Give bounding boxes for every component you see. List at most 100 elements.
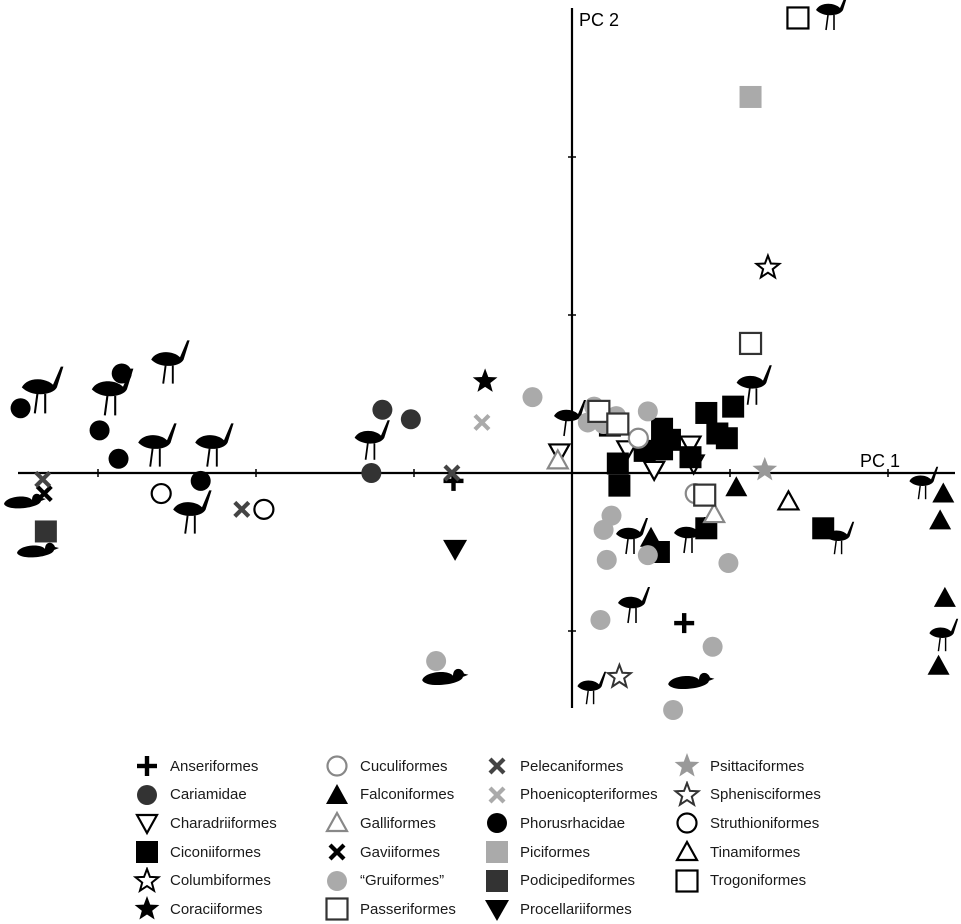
flightless-bird-silhouette bbox=[91, 368, 134, 416]
point-falconiformes bbox=[725, 476, 748, 497]
legend-marker-icon bbox=[325, 811, 349, 833]
legend-marker-icon bbox=[135, 814, 159, 836]
point-gruiformes bbox=[593, 519, 614, 540]
legend-marker-icon bbox=[672, 780, 702, 807]
point-piciformes bbox=[739, 85, 762, 108]
flightless-bird-silhouette bbox=[21, 366, 64, 414]
legend-item: Ciconiiformes bbox=[132, 838, 277, 867]
point-falconiformes bbox=[933, 586, 956, 607]
bird-silhouette bbox=[554, 400, 586, 437]
legend-marker bbox=[676, 812, 698, 835]
point-pelecaniformes bbox=[443, 464, 461, 482]
point-ciconiiformes bbox=[722, 395, 745, 418]
point-phorusrhacidae bbox=[10, 398, 31, 419]
legend-marker-icon bbox=[676, 812, 698, 835]
legend-marker-icon bbox=[136, 841, 158, 864]
flightless-bird-silhouette bbox=[138, 423, 177, 467]
point-gruiformes bbox=[702, 636, 723, 657]
legend-marker-icon bbox=[137, 784, 157, 805]
legend-item: Trogoniformes bbox=[672, 866, 821, 895]
legend-marker-icon bbox=[132, 866, 162, 893]
legend-item: Falconiformes bbox=[322, 781, 456, 810]
point-falconiformes bbox=[929, 509, 952, 530]
legend-marker bbox=[486, 841, 508, 864]
legend-label: Columbiformes bbox=[170, 872, 271, 890]
legend-marker bbox=[137, 756, 157, 777]
point-ciconiiformes bbox=[715, 427, 738, 450]
legend-marker-icon bbox=[675, 869, 699, 893]
point-ciconiiformes bbox=[695, 401, 718, 424]
legend-marker bbox=[132, 866, 162, 893]
legend-marker bbox=[328, 843, 346, 861]
point-phorusrhacidae bbox=[89, 420, 110, 441]
point-cariamidae bbox=[400, 409, 421, 430]
legend-item: Sphenisciformes bbox=[672, 780, 821, 810]
raptor-silhouette bbox=[929, 618, 959, 652]
legend-label: Podicipediformes bbox=[520, 872, 636, 890]
x-axis-label: PC 1 bbox=[860, 451, 900, 471]
legend-marker bbox=[325, 811, 349, 833]
legend-label: Phoenicopteriformes bbox=[520, 786, 658, 804]
flightless-bird-silhouette bbox=[195, 423, 234, 467]
legend-marker bbox=[136, 841, 158, 864]
point-galliformes bbox=[702, 501, 727, 524]
legend-marker-icon bbox=[327, 870, 347, 891]
legend-marker bbox=[326, 783, 348, 804]
point-ciconiiformes bbox=[651, 417, 674, 440]
point-gruiformes bbox=[718, 553, 739, 574]
point-tinamiformes bbox=[776, 489, 801, 511]
point-cariamidae bbox=[372, 399, 393, 420]
point-charadriiformes bbox=[678, 435, 703, 457]
legend-label: Falconiformes bbox=[360, 786, 455, 804]
legend-marker-icon bbox=[488, 786, 506, 804]
legend-label: Trogoniformes bbox=[710, 872, 807, 890]
raptor-silhouette bbox=[909, 466, 939, 500]
legend-marker-icon bbox=[326, 755, 348, 777]
legend-label: Sphenisciformes bbox=[710, 786, 821, 804]
flightless-bird-silhouette bbox=[151, 340, 190, 384]
point-ciconiiformes bbox=[812, 517, 835, 540]
bird-silhouette bbox=[816, 0, 847, 31]
legend-item: Gaviiformes bbox=[322, 838, 456, 867]
point-falconiformes bbox=[640, 526, 662, 547]
legend-label: Procellariiformes bbox=[520, 900, 632, 918]
legend-marker-icon bbox=[674, 753, 700, 777]
legend-label: Gaviiformes bbox=[360, 843, 441, 861]
legend-marker bbox=[672, 780, 702, 807]
legend-marker bbox=[135, 814, 159, 836]
point-gaviiformes bbox=[35, 485, 53, 503]
point-cariamidae bbox=[361, 463, 382, 483]
legend-label: Passeriformes bbox=[360, 900, 456, 918]
legend-item: Pelecaniformes bbox=[482, 752, 658, 781]
point-passeriformes bbox=[738, 331, 763, 356]
legend-item: Passeriformes bbox=[322, 895, 456, 924]
legend-label: Phorusrhacidae bbox=[520, 814, 626, 832]
legend-marker-icon bbox=[326, 783, 348, 804]
seriema-silhouette bbox=[354, 420, 390, 460]
point-struthioniformes bbox=[253, 498, 275, 520]
point-podicipediformes bbox=[34, 520, 57, 543]
legend-marker-icon bbox=[488, 757, 506, 775]
point-struthioniformes bbox=[150, 482, 172, 505]
legend-item: Columbiformes bbox=[132, 866, 277, 895]
legend-marker-icon bbox=[486, 841, 508, 864]
legend-item: Struthioniformes bbox=[672, 809, 821, 838]
legend-item: Cariamidae bbox=[132, 781, 277, 810]
legend-marker-icon bbox=[485, 900, 509, 922]
point-passeriformes bbox=[606, 412, 630, 436]
legend-marker-icon bbox=[675, 839, 699, 862]
legend-marker bbox=[137, 784, 157, 805]
pca-scatter-plot: PC 1PC 2 bbox=[4, 0, 959, 720]
ostrich-silhouette bbox=[173, 490, 212, 534]
penguin-silhouette bbox=[577, 671, 607, 705]
legend-item: Tinamiformes bbox=[672, 838, 821, 867]
grebe-silhouette bbox=[4, 493, 46, 509]
grebe-silhouette bbox=[17, 542, 59, 558]
point-procellariiformes bbox=[443, 539, 468, 561]
point-passeriformes bbox=[693, 483, 717, 507]
duck-silhouette bbox=[422, 668, 469, 686]
point-trogoniformes bbox=[786, 6, 810, 30]
legend-item: Charadriiformes bbox=[132, 809, 277, 838]
legend-marker bbox=[488, 757, 506, 775]
